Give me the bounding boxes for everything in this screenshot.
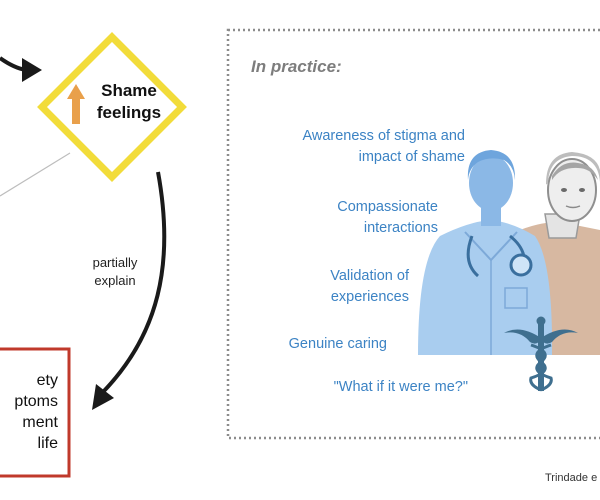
caduceus-icon	[504, 316, 578, 392]
practice-item-line: impact of shame	[358, 149, 465, 165]
outcome-line: ety	[36, 372, 58, 389]
shame-label-line2: feelings	[96, 103, 162, 122]
shame-feelings-label: Shame feelings	[74, 80, 184, 124]
practice-item-line: Validation of	[330, 268, 409, 284]
outcome-line: ment	[22, 414, 58, 431]
curved-arrow-head	[92, 384, 114, 410]
practice-item-line: interactions	[363, 220, 438, 236]
practice-panel	[226, 28, 600, 440]
practice-title: In practice:	[251, 57, 342, 76]
practice-item-line: Genuine caring	[288, 336, 387, 352]
outcome-line: ptoms	[14, 393, 58, 410]
outcome-line: life	[37, 435, 58, 452]
shame-label-line1: Shame	[101, 81, 157, 100]
practice-item-compassionate: Compassionate interactions	[178, 197, 438, 239]
practice-item-line: experiences	[330, 289, 409, 305]
practice-item-awareness: Awareness of stigma and impact of shame	[205, 126, 465, 168]
practice-item-line: Awareness of stigma and	[302, 128, 465, 144]
practice-item-validation: Validation of experiences	[149, 266, 409, 308]
practice-item-what-if: "What if it were me?"	[208, 377, 468, 398]
practice-item-line: Compassionate	[337, 199, 438, 215]
incoming-arrow-head	[22, 58, 42, 82]
practice-item-line: "What if it were me?"	[333, 379, 468, 395]
increase-arrow-shaft	[72, 97, 80, 124]
shame-diamond	[37, 32, 187, 182]
thin-connector-line	[0, 152, 71, 197]
increase-arrow-head	[67, 84, 85, 99]
practice-item-caring: Genuine caring	[127, 334, 387, 355]
partially-explain-label: partially explain	[70, 254, 160, 290]
partial-label-line2: explain	[94, 273, 136, 288]
outcome-box	[0, 347, 71, 478]
partial-label-line1: partially	[92, 255, 138, 270]
credit-text: Trindade e	[545, 472, 598, 484]
outcome-label: ety ptoms ment life	[0, 370, 58, 454]
clinician-figure	[418, 150, 553, 355]
curved-arrow-line	[101, 171, 167, 394]
